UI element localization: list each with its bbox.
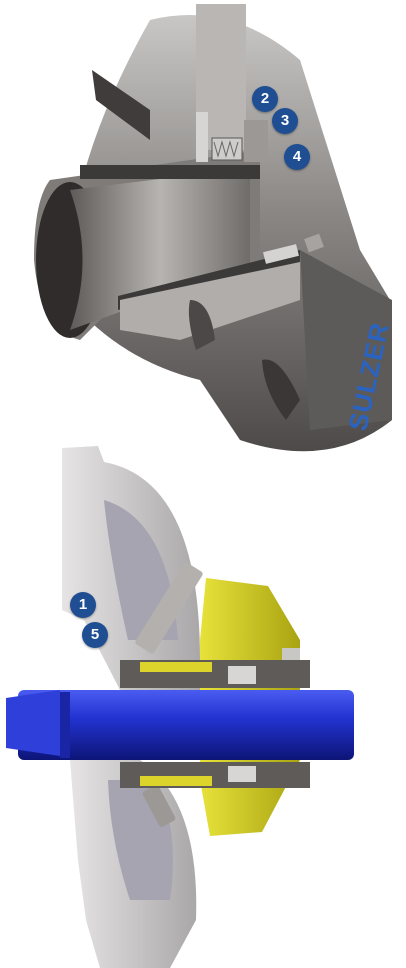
sleeve-insert-bottom — [140, 776, 212, 786]
callout-3: 3 — [272, 108, 298, 134]
flush-pipe-lower — [142, 785, 176, 827]
shaft — [18, 690, 354, 760]
spring-coil-icon — [213, 140, 239, 158]
sleeve-inner-surface — [70, 168, 250, 330]
shaft-groove — [60, 692, 70, 758]
collar-upper — [244, 120, 268, 162]
installed-seal-cutaway — [6, 446, 354, 968]
callout-4: 4 — [284, 144, 310, 170]
gland-block-face — [300, 250, 392, 430]
sleeve-insert-top — [140, 662, 212, 672]
lower-groove — [188, 300, 215, 350]
flange-notch-upper — [92, 70, 150, 140]
pin-upper — [196, 112, 208, 162]
cartridge-seal-cutaway — [34, 4, 392, 452]
spring-stack-lower — [263, 244, 299, 264]
lower-cut-face — [120, 262, 300, 340]
set-screw — [304, 233, 324, 253]
callout-5: 5 — [82, 622, 108, 648]
seal-face-bottom — [228, 766, 256, 782]
shaft-end-journal — [6, 690, 60, 756]
flange-notch-lower — [262, 359, 300, 420]
seal-ring-upper — [80, 165, 260, 179]
callout-2: 2 — [252, 86, 278, 112]
seal-face-top — [228, 666, 256, 684]
callout-1: 1 — [70, 592, 96, 618]
flange-cut-face — [196, 4, 246, 150]
flush-pipe — [135, 562, 203, 654]
